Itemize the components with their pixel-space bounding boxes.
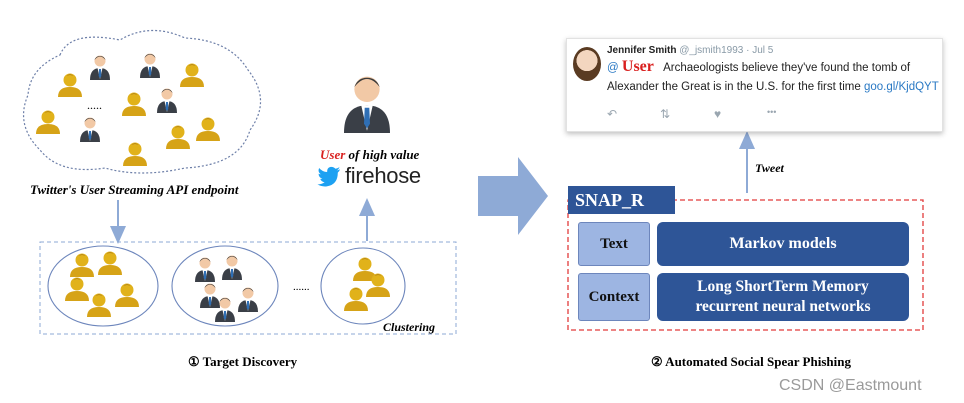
tweet-text-1: Archaeologists believe they've found the… <box>663 62 911 74</box>
cluster-1 <box>47 245 159 327</box>
watermark: CSDN @Eastmount <box>779 377 922 394</box>
model-lstm-line-2: recurrent neural networks <box>695 298 871 315</box>
model-lstm-line-1: Long ShortTerm Memory <box>697 278 869 295</box>
cluster-3-users <box>344 257 390 311</box>
snap-r-title: SNAP_R <box>568 186 675 214</box>
big-transition-arrow <box>478 157 548 235</box>
row-label-text: Text <box>578 222 650 266</box>
model-lstm: Long ShortTerm Memory recurrent neural n… <box>657 273 909 321</box>
tweet-avatar <box>573 47 601 81</box>
cluster-frame <box>39 241 457 335</box>
model-markov: Markov models <box>657 222 909 266</box>
tweet-arrow-label: Tweet <box>755 161 784 175</box>
tweet-link[interactable]: goo.gl/KjdQYT <box>863 81 939 93</box>
cluster-2-users <box>195 255 258 322</box>
cluster-2 <box>171 245 279 327</box>
tweet-at: @ <box>607 62 619 74</box>
like-icon[interactable]: ♥ <box>714 107 722 121</box>
tweet-card: Jennifer Smith @_jsmith1993 · Jul 5 @ Us… <box>566 38 943 132</box>
high-value-rest: of high value <box>348 147 420 162</box>
high-value-user-icon <box>344 76 390 133</box>
firehose-logo-text: firehose <box>345 163 421 188</box>
clustering-label: Clustering <box>383 320 436 334</box>
high-value-user-word: User <box>320 147 346 162</box>
clusters-ellipsis: ...... <box>293 281 310 293</box>
cluster-3 <box>320 247 406 325</box>
spear-phishing-caption: ② Automated Social Spear Phishing <box>651 354 851 369</box>
tweet-line-2: Alexander the Great is in the U.S. for t… <box>607 81 939 93</box>
tweet-author-name: Jennifer Smith <box>607 45 677 56</box>
tweet-user-tag: User <box>621 58 654 75</box>
cloud-ellipsis: ..... <box>87 98 102 112</box>
reply-icon[interactable]: ↶ <box>607 107 618 121</box>
twitter-bird-icon <box>317 166 340 187</box>
snap-dashed-frame <box>567 199 924 331</box>
tweet-header: Jennifer Smith @_jsmith1993 · Jul 5 <box>607 45 773 56</box>
tweet-handle-date: @_jsmith1993 · Jul 5 <box>679 45 774 56</box>
api-endpoint-label: Twitter's User Streaming API endpoint <box>30 182 239 197</box>
tweet-line-1: @ User Archaeologists believe they've fo… <box>607 58 910 76</box>
more-icon[interactable]: ••• <box>767 107 777 117</box>
tweet-text-2: Alexander the Great is in the U.S. for t… <box>607 81 861 93</box>
user-cloud <box>22 29 262 174</box>
cloud-users <box>36 53 220 166</box>
cluster-1-users <box>65 251 139 317</box>
tweet-actions: ↶ ⇅ ♥ ••• <box>607 107 817 123</box>
row-label-context: Context <box>578 273 650 321</box>
high-value-label: User of high value <box>320 147 419 163</box>
target-discovery-caption: ① Target Discovery <box>188 354 298 369</box>
retweet-icon[interactable]: ⇅ <box>660 107 671 121</box>
